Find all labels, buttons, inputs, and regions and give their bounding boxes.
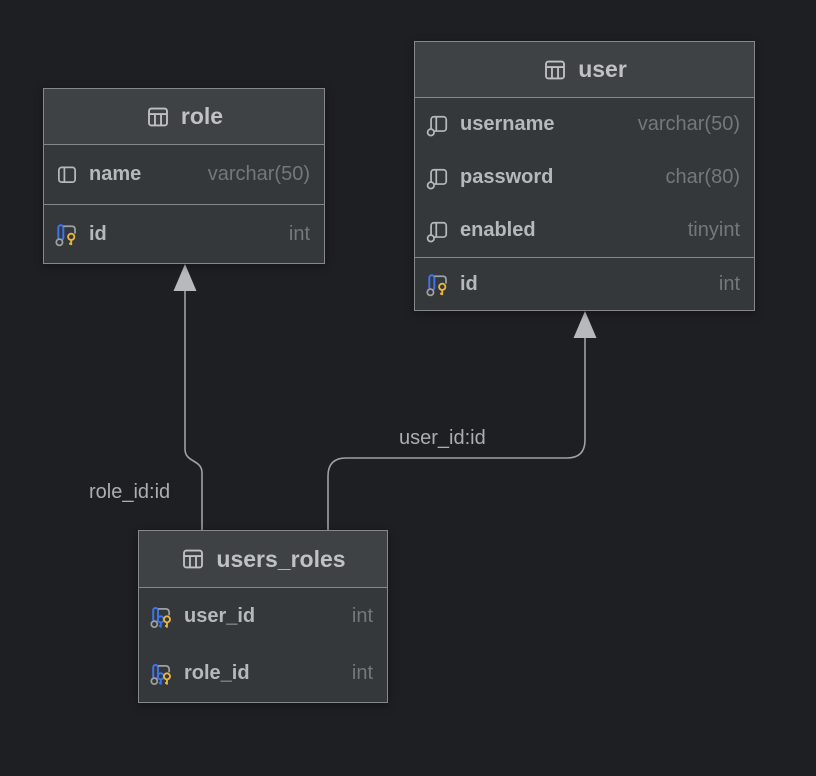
column-type: varchar(50) — [637, 113, 740, 135]
column-name: username — [460, 113, 555, 135]
table-title: user — [578, 56, 627, 82]
column-type: int — [288, 222, 310, 245]
column-row-name[interactable]: name varchar(50) — [44, 145, 324, 204]
column-name: id — [460, 272, 478, 295]
column-type: int — [351, 605, 373, 627]
entity-table-users-roles[interactable]: users_roles user_id int — [138, 530, 388, 703]
column-row-id[interactable]: id int — [44, 204, 324, 263]
column-row-enabled[interactable]: enabled tinyint — [415, 204, 754, 257]
column-row-password[interactable]: password char(80) — [415, 151, 754, 204]
column-name: enabled — [460, 219, 536, 241]
column-type: int — [351, 662, 373, 684]
column-row-id[interactable]: id int — [415, 257, 754, 310]
table-icon — [180, 546, 206, 572]
arrowhead-icon — [173, 264, 197, 291]
column-type: int — [718, 272, 740, 295]
column-type: varchar(50) — [207, 163, 310, 185]
column-name: name — [89, 163, 142, 185]
table-header[interactable]: user — [415, 42, 754, 98]
indexed-column-icon — [425, 165, 451, 191]
primary-foreign-key-icon — [149, 661, 175, 687]
table-header[interactable]: users_roles — [139, 531, 387, 588]
indexed-column-icon — [425, 218, 451, 244]
table-icon — [145, 104, 171, 130]
table-title: users_roles — [216, 545, 346, 572]
primary-foreign-key-icon — [149, 604, 175, 630]
relationship-edge-user-id[interactable] — [327, 311, 597, 530]
column-name: password — [460, 166, 554, 188]
column-row-user-id[interactable]: user_id int — [139, 588, 387, 645]
edge-label-user-id[interactable]: user_id:id — [399, 427, 486, 449]
column-row-username[interactable]: username varchar(50) — [415, 98, 754, 151]
entity-table-user[interactable]: user username varchar(50) passwo — [414, 41, 755, 311]
entity-table-role[interactable]: role name varchar(50) — [43, 88, 325, 264]
relationship-edge-role-id[interactable] — [173, 264, 203, 530]
edge-label-role-id[interactable]: role_id:id — [89, 481, 171, 503]
column-name: user_id — [184, 605, 256, 627]
primary-key-icon — [425, 271, 451, 297]
column-name: role_id — [184, 662, 250, 684]
column-type: char(80) — [665, 166, 740, 188]
table-icon — [542, 57, 568, 83]
column-name: id — [89, 222, 107, 245]
primary-key-icon — [54, 221, 80, 247]
indexed-column-icon — [425, 112, 451, 138]
table-title: role — [180, 103, 224, 129]
column-icon — [54, 162, 80, 188]
arrowhead-icon — [573, 311, 597, 338]
column-row-role-id[interactable]: role_id int — [139, 645, 387, 702]
column-type: tinyint — [687, 219, 740, 241]
table-header[interactable]: role — [44, 89, 324, 145]
